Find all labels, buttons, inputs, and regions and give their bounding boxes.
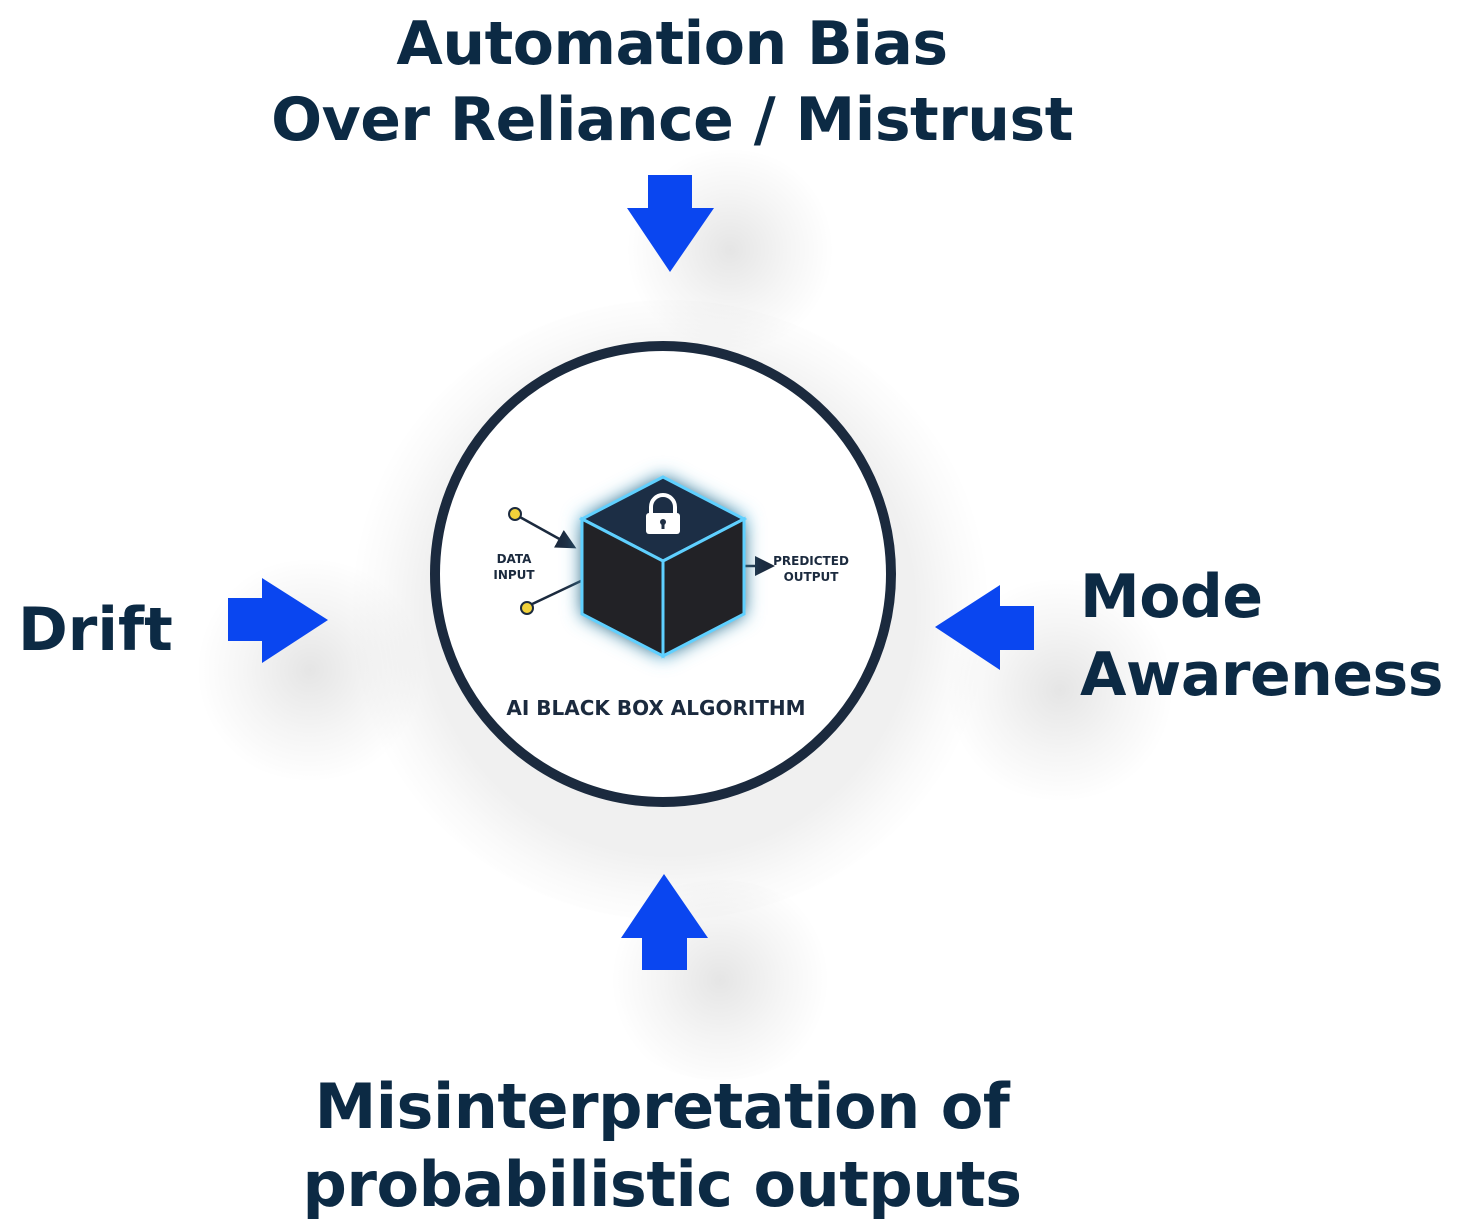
arrow-shadow-left [190,560,430,780]
input-line-top [517,514,577,549]
input-line-bottom [527,578,584,608]
misinterpretation-label: Misinterpretation of probabilistic outpu… [272,1068,1052,1224]
misinterpretation-line2: probabilistic outputs [302,1148,1022,1221]
data-input-label-line1: DATA [497,552,533,566]
arrow-left-icon [935,585,1034,670]
input-dot-top [508,507,522,521]
predicted-output-label-line2: OUTPUT [784,570,840,584]
data-input-label-line2: INPUT [493,568,535,582]
arrow-up-icon [621,874,708,970]
automation-bias-label: Automation Bias Over Reliance / Mistrust [232,6,1112,158]
misinterpretation-line1: Misinterpretation of [314,1070,1010,1143]
lock-icon [646,493,680,534]
arrow-right-icon [228,578,328,663]
automation-bias-line1: Automation Bias [396,9,948,79]
predicted-output-label-line1: PREDICTED [773,554,849,568]
mode-awareness-line1: Mode [1080,562,1263,632]
automation-bias-line2: Over Reliance / Mistrust [271,85,1073,155]
arrow-down-icon [627,175,714,272]
mode-awareness-label: Mode Awareness [1080,558,1443,714]
mode-awareness-line2: Awareness [1080,640,1443,710]
drift-label: Drift [18,595,173,665]
input-dot-bottom [520,601,534,615]
black-box-caption: AI BLACK BOX ALGORITHM [506,696,805,720]
